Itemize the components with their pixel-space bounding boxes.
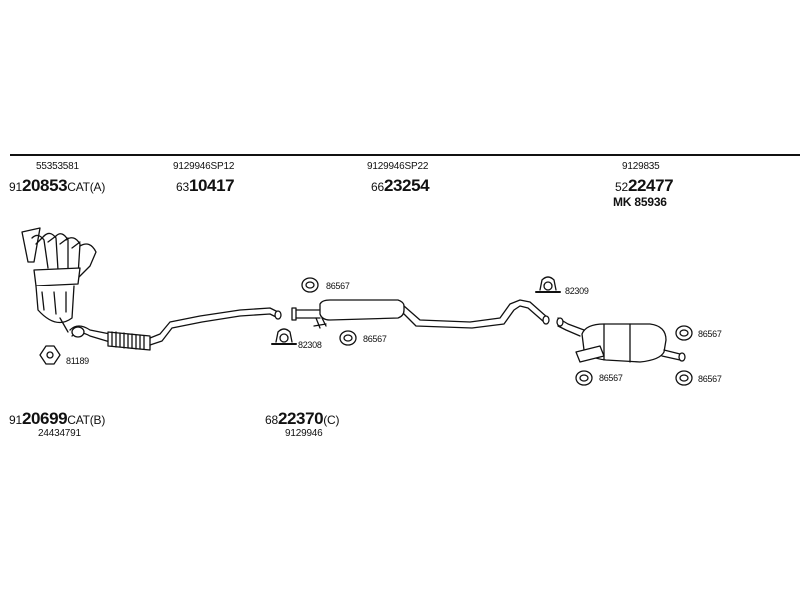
ref-number-55353581: 55353581 [36, 161, 79, 172]
ref-number-9129946sp22: 9129946SP22 [367, 161, 429, 172]
code-main: 22370 [277, 409, 324, 428]
part-label-82308: 82308 [298, 340, 322, 350]
code-prefix: 66 [371, 180, 384, 194]
part-code-rear-silencer[interactable]: 5222477 [615, 176, 674, 195]
separator-line [10, 154, 800, 156]
ref-number-24434791: 24434791 [38, 428, 81, 439]
part-code-middle-silencer[interactable]: 6623254 [371, 176, 430, 195]
part-label-86567-c: 86567 [698, 329, 722, 339]
hanger-86567-a[interactable] [301, 277, 319, 293]
clamp-82309[interactable] [535, 276, 561, 293]
rear-silencer[interactable] [556, 317, 686, 363]
ref-number-9129946sp12: 9129946SP12 [173, 161, 235, 172]
clamp-82308[interactable] [271, 328, 297, 345]
part-label-82309: 82309 [565, 286, 589, 296]
part-label-81189: 81189 [66, 356, 89, 366]
code-main: 20853 [21, 176, 68, 195]
hanger-81189[interactable] [39, 345, 61, 365]
code-main: 23254 [383, 176, 430, 195]
part-code-catalyst-a[interactable]: 9120853CAT(A) [9, 177, 105, 195]
hanger-86567-b[interactable] [339, 330, 357, 346]
middle-silencer[interactable] [291, 299, 550, 329]
code-suffix: (C) [323, 413, 340, 427]
code-main: 22477 [627, 176, 674, 195]
hanger-86567-e[interactable] [675, 370, 693, 386]
code-suffix: CAT(A) [67, 180, 106, 194]
part-label-86567-e: 86567 [698, 374, 722, 384]
ref-number-9129835: 9129835 [622, 161, 660, 172]
part-label-86567-b: 86567 [363, 334, 387, 344]
part-code-pipe-c[interactable]: 6822370(C) [265, 410, 339, 428]
code-main: 20699 [21, 409, 68, 428]
code-prefix: 68 [265, 413, 278, 427]
part-label-86567-d: 86567 [599, 373, 623, 383]
ref-number-9129946: 9129946 [285, 428, 323, 439]
part-code-catalyst-b[interactable]: 9120699CAT(B) [9, 410, 105, 428]
code-suffix: CAT(B) [67, 413, 106, 427]
part-code-front-pipe[interactable]: 6310417 [176, 176, 235, 195]
hanger-86567-c[interactable] [675, 325, 693, 341]
code-prefix: 91 [9, 413, 22, 427]
hanger-86567-d[interactable] [575, 370, 593, 386]
code-prefix: 52 [615, 180, 628, 194]
manifold-catalyst[interactable] [21, 227, 97, 333]
code-prefix: 63 [176, 180, 189, 194]
code-prefix: 91 [9, 180, 22, 194]
code-main: 10417 [188, 176, 235, 195]
mounting-kit-code[interactable]: MK 85936 [613, 195, 667, 209]
front-pipe[interactable] [69, 307, 282, 351]
part-label-86567-a: 86567 [326, 281, 350, 291]
